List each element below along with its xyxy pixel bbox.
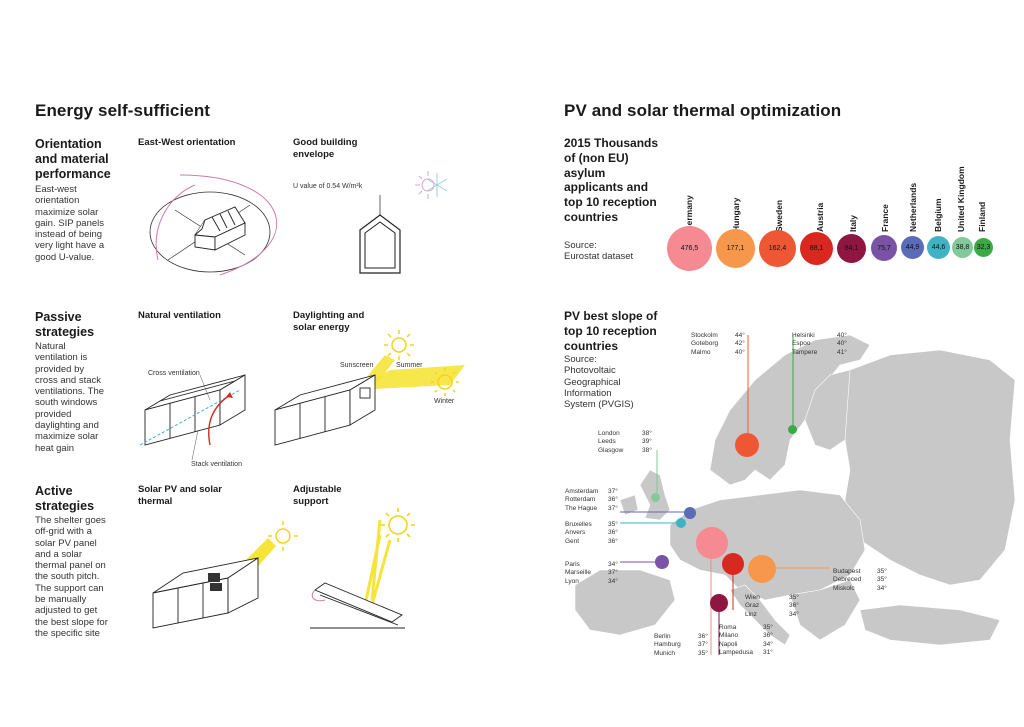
cities-belgium: Bruxelles Anvers Gent [565,521,592,545]
map-dot-sweden [735,433,759,457]
angles-germany: 36° 37° 35° [698,633,708,657]
cities-netherlands: Amsterdam Rotterdam The Hague [565,488,599,512]
angles-italy: 35° 36° 34° 31° [763,624,773,656]
map-dot-france [655,555,669,569]
map-dot-finland [788,425,797,434]
bubble-value-hungary: 177,1 [726,245,745,252]
building-envelope-title: Good building envelope [293,137,358,160]
east-west-orientation-illustration [149,174,278,276]
map-dot-netherlands [684,507,696,519]
pv-heading: PV best slope of top 10 reception countr… [564,309,658,353]
bubble-united-kingdom: 38,8 [952,237,973,258]
bubble-value-belgium: 44,6 [931,244,946,251]
daylighting-title: Daylighting and solar energy [293,310,365,333]
bubble-value-germany: 476,5 [680,245,699,252]
bubble-italy: 84,1 [837,234,866,263]
bubble-belgium: 44,6 [927,236,950,259]
natural-ventilation-title: Natural ventilation [138,310,221,321]
active-heading: Active strategies [35,484,95,513]
cross-ventilation-label: Cross ventilation [148,370,200,377]
cities-sweden: Stockolm Goteborg Malmo [691,332,719,356]
angles-united-kingdom: 38° 39° 38° [642,430,652,454]
pv-source: Source: Photovoltaic Geographical Inform… [564,354,634,411]
snowflake-sun-icon [415,171,448,199]
map-dot-belgium [676,518,686,528]
passive-body: Natural ventilation is provided by cross… [35,341,105,454]
bubble-netherlands: 44,9 [901,236,924,259]
summer-label: Summer [396,362,423,369]
asylum-source: Source: Eurostat dataset [564,240,634,263]
angles-hungary: 35° 35° 34° [877,568,887,592]
bubble-value-france: 75,7 [877,244,891,252]
right-title: PV and solar thermal optimization [564,101,842,120]
bubble-value-sweden: 162,4 [768,245,787,252]
passive-heading: Passive strategies [35,310,95,339]
map-dot-italy [710,594,728,612]
bubble-value-italy: 84,1 [844,245,859,252]
solar-pv-title: Solar PV and solar thermal [138,484,222,507]
bubble-france: 75,7 [871,235,897,261]
building-envelope-illustration [359,195,401,274]
cities-hungary: Budapest Debreced Miskolc [833,568,862,592]
sun-icon [384,330,414,360]
map-dot-germany [696,527,728,559]
winter-label: Winter [434,398,455,405]
map-dot-austria [722,553,744,575]
orientation-body: East-west orientation maximize solar gai… [35,184,105,263]
angles-belgium: 35° 36° 36° [608,521,618,545]
bubble-germany: 476,5 [667,226,712,271]
bubble-value-united-kingdom: 38,8 [955,244,970,251]
asylum-heading: 2015 Thousands of (non EU) asylum applic… [564,136,659,224]
cities-united-kingdom: London Leeds Glasgow [598,430,624,454]
angles-finland: 40° 40° 41° [837,332,847,356]
map-dot-hungary [748,555,776,583]
cities-finland: Helsinki Espoo Tampere [792,332,818,356]
bubble-sweden: 162,4 [759,230,796,267]
cities-italy: Roma Milano Napoli Lampedusa [719,624,753,656]
u-value-note: U value of 0.54 W/m²k [293,183,363,190]
active-body: The shelter goes off-grid with a solar P… [35,515,108,639]
adjustable-support-title: Adjustable support [293,484,342,507]
angles-austria: 35° 36° 34° [789,594,799,618]
angles-france: 34° 37° 34° [608,561,618,585]
adjustable-support-illustration [310,508,415,629]
map-dot-united-kingdom [651,493,660,502]
angles-sweden: 44° 42° 40° [735,332,745,356]
orientation-heading: Orientation and material performance [35,137,111,181]
angles-netherlands: 37° 36° 37° [608,488,618,512]
stack-ventilation-label: Stack ventilation [191,461,242,468]
daylighting-illustration [274,330,465,446]
bubble-finland: 32,3 [974,238,993,257]
east-west-title: East-West orientation [138,137,236,148]
bubble-austria: 88,1 [800,232,833,265]
cities-france: Paris Marseille Lyon [565,561,592,585]
bubble-value-netherlands: 44,9 [905,244,920,251]
cities-austria: Wien Graz Linz [745,594,760,618]
natural-ventilation-illustration [139,374,246,461]
sunscreen-label: Sunscreen [340,362,374,369]
solar-pv-illustration [152,521,298,629]
bubble-hungary: 177,1 [716,229,755,268]
left-title: Energy self-sufficient [35,101,211,120]
bubble-value-austria: 88,1 [809,245,824,252]
bubble-value-finland: 32,3 [976,244,991,251]
cities-germany: Berlin Hamburg Munich [654,633,681,657]
